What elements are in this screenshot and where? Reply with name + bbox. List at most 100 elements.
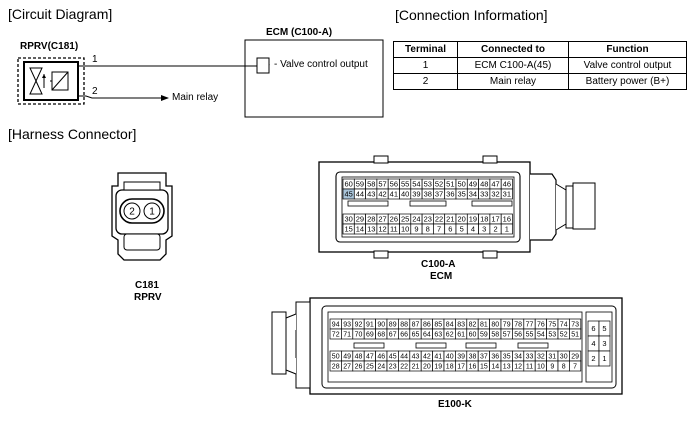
pin-label: 39 bbox=[412, 190, 420, 199]
pin-label: 1 bbox=[602, 354, 606, 363]
e100k-name: E100-K bbox=[438, 399, 472, 410]
pin-label: 59 bbox=[356, 180, 364, 189]
pin-label: 47 bbox=[491, 180, 499, 189]
pin-label: 31 bbox=[503, 190, 511, 199]
pin-cell bbox=[598, 350, 611, 367]
pin-label: 84 bbox=[446, 322, 454, 329]
pin-label: 29 bbox=[356, 215, 364, 224]
pin-label: 48 bbox=[480, 180, 488, 189]
pin-label: 63 bbox=[434, 332, 442, 339]
pin-label: 19 bbox=[434, 364, 442, 371]
pin-label: 9 bbox=[414, 225, 418, 234]
pin-label: 42 bbox=[378, 190, 386, 199]
pin-label: 24 bbox=[377, 364, 385, 371]
pin-label: 49 bbox=[469, 180, 477, 189]
pin-label: 69 bbox=[366, 332, 374, 339]
pin-label: 18 bbox=[480, 215, 488, 224]
pin-label: 15 bbox=[480, 364, 488, 371]
rprv-label: RPRV(C181) bbox=[20, 41, 79, 52]
pin-label: 35 bbox=[457, 190, 465, 199]
pin-label: 10 bbox=[537, 364, 545, 371]
pin-label: 58 bbox=[367, 180, 375, 189]
pin-label: 54 bbox=[537, 332, 545, 339]
pin-label: 30 bbox=[344, 215, 352, 224]
pin-label: 7 bbox=[437, 225, 441, 234]
pin-label: 43 bbox=[367, 190, 375, 199]
pin-label: 58 bbox=[491, 332, 499, 339]
pin-label: 89 bbox=[389, 322, 397, 329]
pin-label: 29 bbox=[571, 354, 579, 361]
main-relay-label: Main relay bbox=[172, 92, 219, 103]
pin-label: 54 bbox=[412, 180, 420, 189]
pin-label: 53 bbox=[548, 332, 556, 339]
pin-label: 6 bbox=[591, 324, 595, 333]
pin-label: 82 bbox=[469, 322, 477, 329]
harness-connector-title: [Harness Connector] bbox=[8, 126, 137, 142]
pin-label: 67 bbox=[389, 332, 397, 339]
pin-label: 78 bbox=[514, 322, 522, 329]
c181-name: C181 bbox=[135, 280, 159, 291]
pin-label: 48 bbox=[355, 354, 363, 361]
pin-label: 91 bbox=[366, 322, 374, 329]
c100a-desc: ECM bbox=[430, 271, 453, 282]
pin-label: 25 bbox=[366, 364, 374, 371]
pin-label: 40 bbox=[446, 354, 454, 361]
pin-label: 37 bbox=[480, 354, 488, 361]
c181-connector: 2 1 bbox=[111, 172, 173, 261]
pin-cell bbox=[569, 328, 582, 340]
pin-label: 56 bbox=[390, 180, 398, 189]
pin-label: 60 bbox=[344, 180, 352, 189]
pin-label: 61 bbox=[457, 332, 465, 339]
pin-label: 31 bbox=[548, 354, 556, 361]
pin-label: 94 bbox=[332, 322, 340, 329]
pin-label: 83 bbox=[457, 322, 465, 329]
pin-label: 24 bbox=[412, 215, 420, 224]
pin-label: 15 bbox=[344, 225, 352, 234]
connection-table: Terminal Connected to Function 1 ECM C10… bbox=[393, 41, 687, 90]
pin-label: 38 bbox=[469, 354, 477, 361]
pin-cell bbox=[569, 360, 582, 372]
pin-label: 27 bbox=[343, 364, 351, 371]
pin-label: 64 bbox=[423, 332, 431, 339]
pin-label: 57 bbox=[503, 332, 511, 339]
pin-label: 77 bbox=[526, 322, 534, 329]
pin-label: 37 bbox=[435, 190, 443, 199]
pin-label: 2 bbox=[493, 225, 497, 234]
pin-label: 28 bbox=[332, 364, 340, 371]
pin-label: 39 bbox=[457, 354, 465, 361]
pin-label: 18 bbox=[446, 364, 454, 371]
pin-label: 34 bbox=[469, 190, 477, 199]
pin-label: 11 bbox=[390, 225, 398, 234]
pin-label: 13 bbox=[367, 225, 375, 234]
pin-label: 28 bbox=[367, 215, 375, 224]
wire-pin2-arrow bbox=[78, 95, 169, 101]
pin-label: 40 bbox=[401, 190, 409, 199]
pin-label: 46 bbox=[377, 354, 385, 361]
pin-label: 52 bbox=[560, 332, 568, 339]
c181-desc: RPRV bbox=[134, 292, 162, 303]
pin-label: 14 bbox=[356, 225, 364, 234]
pin-label: 1 bbox=[505, 225, 509, 234]
pin-label: 45 bbox=[389, 354, 397, 361]
ecm-pin-box bbox=[256, 57, 270, 74]
pin-label: 32 bbox=[491, 190, 499, 199]
pin-label: 87 bbox=[412, 322, 420, 329]
pin-label: 81 bbox=[480, 322, 488, 329]
pin-label: 76 bbox=[537, 322, 545, 329]
rprv-component bbox=[17, 57, 85, 105]
pin-label: 45 bbox=[344, 190, 352, 199]
pin-label: 86 bbox=[423, 322, 431, 329]
pin-label: 22 bbox=[435, 215, 443, 224]
pin-label: 53 bbox=[424, 180, 432, 189]
pin2-label: 2 bbox=[92, 86, 98, 97]
pin-label: 25 bbox=[401, 215, 409, 224]
pin-label: 68 bbox=[377, 332, 385, 339]
pin-label: 14 bbox=[491, 364, 499, 371]
pin-label: 8 bbox=[426, 225, 430, 234]
ecm-box bbox=[244, 39, 384, 118]
pin1-label: 1 bbox=[92, 54, 98, 65]
pin-label: 51 bbox=[446, 180, 454, 189]
pin-label: 75 bbox=[548, 322, 556, 329]
